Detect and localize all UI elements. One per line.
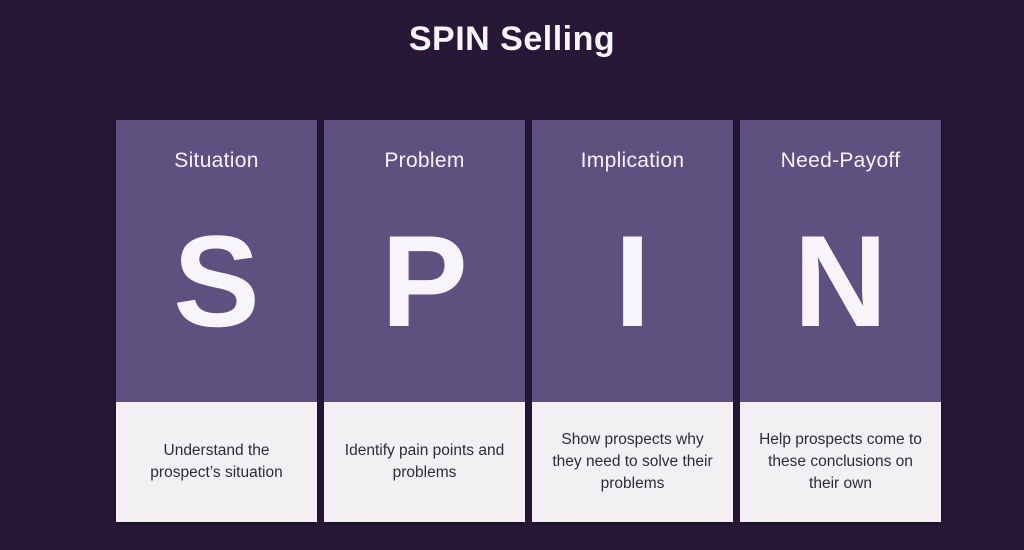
situation-description-panel: Understand the prospect’s situation [116,402,317,522]
page-title: SPIN Selling [408,20,616,58]
column-problem: Problem P Identify pain points and probl… [324,120,525,522]
situation-header-panel: Situation S [116,120,317,402]
problem-letter: P [381,207,468,354]
need-payoff-description: Help prospects come to these conclusions… [759,431,922,492]
implication-label: Implication [580,149,685,172]
problem-description: Identify pain points and problems [344,442,505,481]
column-need-payoff: Need-Payoff N Help prospects come to the… [740,120,941,522]
implication-description: Show prospects why they need to solve th… [552,431,713,492]
need-payoff-letter: N [793,207,888,354]
column-implication: Implication I Show prospects why they ne… [532,120,733,522]
problem-label: Problem [384,149,465,172]
column-situation: Situation S Understand the prospect’s si… [116,120,317,522]
need-payoff-description-panel: Help prospects come to these conclusions… [740,402,941,522]
problem-description-panel: Identify pain points and problems [324,402,525,522]
columns-grid: Situation S Understand the prospect’s si… [116,120,941,522]
implication-letter: I [614,207,651,354]
situation-label: Situation [174,149,259,172]
implication-description-panel: Show prospects why they need to solve th… [532,402,733,522]
problem-header-panel: Problem P [324,120,525,402]
need-payoff-label: Need-Payoff [780,149,901,172]
situation-letter: S [173,207,260,354]
implication-header-panel: Implication I [532,120,733,402]
situation-description: Understand the prospect’s situation [150,442,283,481]
need-payoff-header-panel: Need-Payoff N [740,120,941,402]
